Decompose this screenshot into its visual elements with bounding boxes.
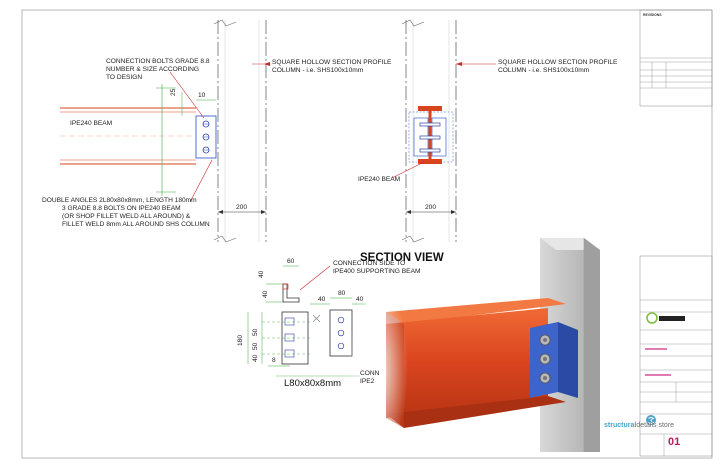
angles-label-3: (OR SHOP FILLET WELD ALL AROUND) & — [62, 213, 191, 220]
ipe240-section — [418, 106, 442, 164]
dim-80: 80 — [338, 290, 346, 297]
dim-50-b: 50 — [252, 342, 259, 350]
conn-side-label-2: IPE400 SUPPORTING BEAM — [333, 268, 421, 275]
dim-200-right: 200 — [425, 204, 437, 211]
angles-label-4: FILLET WELD 8mm ALL AROUND SHS COLUMN — [62, 221, 210, 228]
cropped-conn-label: CONN — [360, 370, 380, 377]
sheet-border — [21, 9, 713, 459]
bolts-3d — [539, 334, 551, 384]
shs-left-label-2: COLUMN - i.e. SHS100x10mm — [272, 67, 364, 74]
sheet-number: 01 — [668, 436, 681, 448]
brand-structural: structural — [604, 422, 637, 429]
beam-top-flange — [386, 298, 566, 324]
dim-50-a: 50 — [252, 328, 259, 336]
left-elevation — [60, 19, 270, 243]
angle-size-label: L80x80x8mm — [284, 378, 342, 389]
dim-180: 180 — [237, 334, 244, 346]
beam-bottom-flange — [386, 396, 566, 428]
shs-right-label-2: COLUMN - i.e. SHS100x10mm — [498, 67, 590, 74]
dim-10: 10 — [198, 92, 206, 99]
company-logo — [646, 312, 685, 324]
conn-side-label-1: CONNECTION SIDE TO — [333, 260, 406, 267]
dim-40-c: 40 — [356, 296, 364, 303]
dim-40-top: 40 — [258, 270, 265, 278]
title-block — [639, 9, 713, 457]
angles-label-1: DOUBLE ANGLES 2L80x80x8mm, LENGTH 180mm — [42, 197, 197, 204]
dim-40-d: 40 — [252, 354, 259, 362]
brand-name: structuraldetails store — [604, 422, 674, 429]
revisions-heading: REVISIONS — [643, 13, 662, 17]
ipe240-beam-left-label: IPE240 BEAM — [70, 120, 113, 127]
angles-label-2: 3 GRADE 8.8 BOLTS ON IPE240 BEAM — [62, 205, 181, 212]
beam-web — [386, 308, 548, 418]
bolts-size-label: NUMBER & SIZE ACCORDING — [106, 66, 200, 73]
cropped-ipe-label: IPE2 — [360, 378, 375, 385]
dim-8: 8 — [272, 357, 276, 364]
dim-25: 25 — [170, 88, 177, 96]
dim-40-b: 40 — [318, 296, 326, 303]
section-3d-render — [348, 238, 600, 460]
right-elevation — [391, 19, 496, 243]
bolts-grade-label: CONNECTION BOLTS GRADE 8.8 — [106, 58, 210, 65]
angle-detail — [247, 265, 366, 377]
section-view-title: SECTION VIEW — [360, 252, 444, 264]
dim-60: 60 — [287, 258, 295, 265]
shs-right-label-1: SQUARE HOLLOW SECTION PROFILE — [498, 59, 618, 66]
dim-40-a: 40 — [262, 290, 269, 298]
shs-left-label-1: SQUARE HOLLOW SECTION PROFILE — [272, 59, 392, 66]
bolts-design-label: TO DESIGN — [106, 74, 143, 81]
brand-details-store: details store — [636, 422, 675, 429]
dim-200-left: 200 — [236, 204, 248, 211]
ipe240-beam-right-label: IPE240 BEAM — [358, 176, 401, 183]
